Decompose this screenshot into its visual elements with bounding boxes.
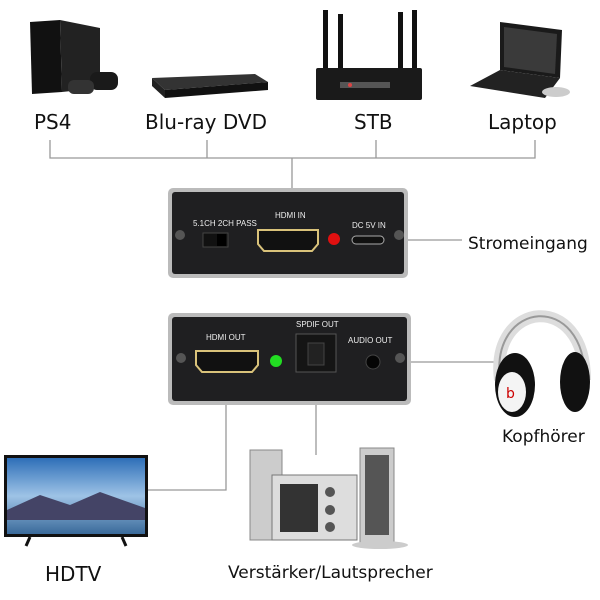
source-label-bluray: Blu-ray DVD xyxy=(145,110,267,134)
switch-label: 5.1CH 2CH PASS xyxy=(193,219,257,228)
power-label: Stromeingang xyxy=(468,234,588,254)
source-label-ps4: PS4 xyxy=(34,110,72,134)
spdif-label: SPDIF OUT xyxy=(296,320,339,329)
dc-in-port xyxy=(351,235,385,245)
speakers-icon xyxy=(249,447,408,549)
bluray-player-icon xyxy=(152,74,268,98)
dc-in-label: DC 5V IN xyxy=(352,221,386,230)
headphones-label: Kopfhörer xyxy=(502,427,585,447)
source-label-stb: STB xyxy=(354,110,393,134)
stb-router-icon xyxy=(316,10,422,100)
output-led xyxy=(270,355,282,367)
hdmi-in-label: HDMI IN xyxy=(275,211,306,220)
laptop-icon xyxy=(470,22,570,98)
audio-out-jack xyxy=(365,354,381,370)
hdtv-icon xyxy=(4,455,148,547)
source-label-laptop: Laptop xyxy=(488,110,557,134)
hdmi-in-port xyxy=(257,229,319,252)
hdmi-out-label: HDMI OUT xyxy=(206,333,246,342)
input-led xyxy=(328,233,340,245)
ps4-console-icon xyxy=(30,20,118,94)
hdmi-out-port xyxy=(195,350,259,373)
output-panel xyxy=(168,313,411,405)
headphones-icon: b xyxy=(493,310,591,417)
svg-text:b: b xyxy=(506,386,515,402)
audio-out-label: AUDIO OUT xyxy=(348,336,393,345)
tv-label: HDTV xyxy=(45,562,102,586)
speakers-label: Verstärker/Lautsprecher xyxy=(228,563,433,583)
input-panel xyxy=(168,188,408,278)
